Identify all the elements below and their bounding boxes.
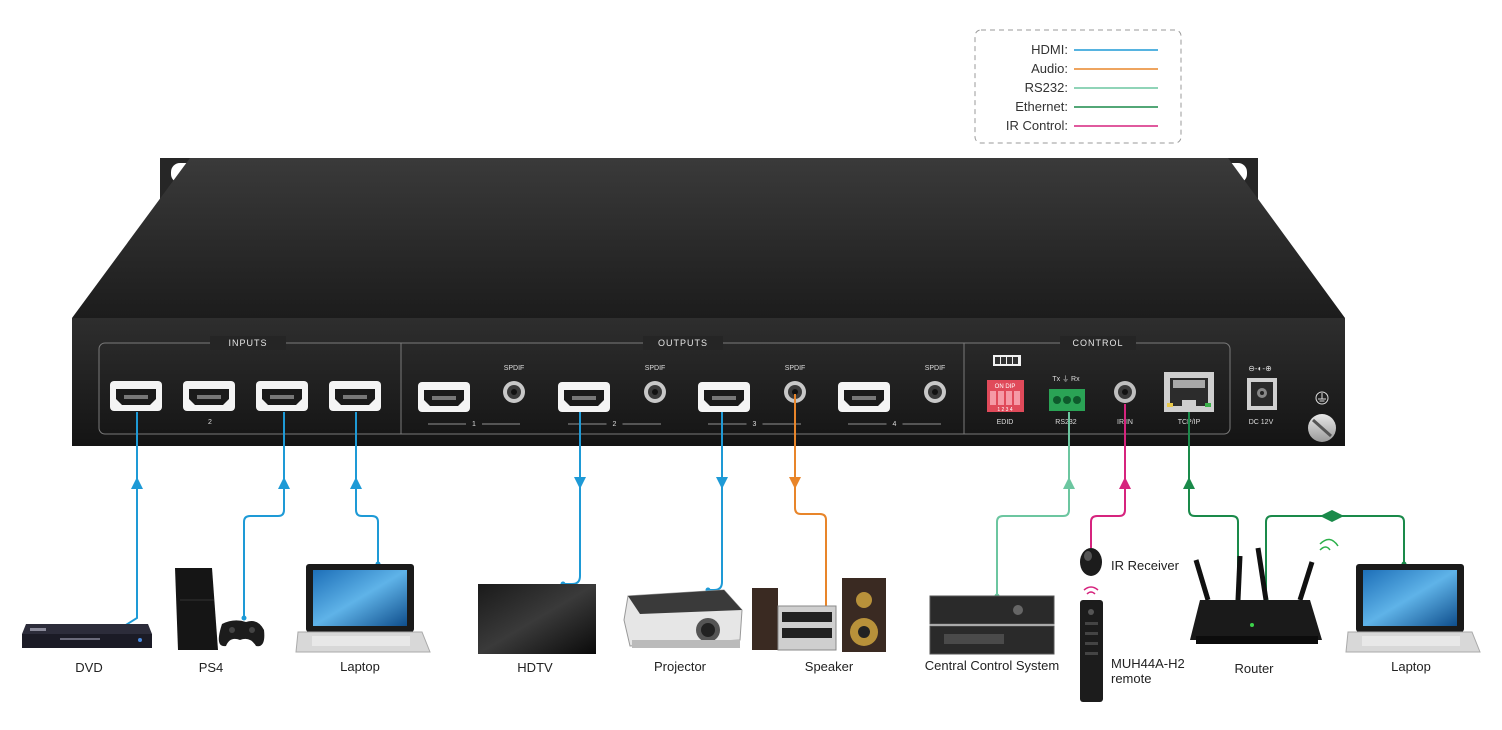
dc-label: DC 12V [1249, 419, 1274, 426]
ground-screw-icon [1308, 414, 1336, 442]
edid-dip-switch[interactable]: ON DIP 1 2 3 4 [987, 355, 1024, 413]
outputs-label: OUTPUTS [658, 338, 708, 348]
output-number: 3 [753, 421, 757, 428]
cable-ps4-hdmi [243, 412, 285, 618]
router-icon [1190, 538, 1339, 644]
laptop-right-label: Laptop [1391, 659, 1431, 674]
output-hdmi-port-4[interactable] [838, 382, 890, 412]
spdif-port-1[interactable] [503, 381, 525, 403]
spdif-label: SPDIF [645, 365, 666, 372]
dip-label: ON DIP [995, 384, 1016, 390]
input-hdmi-port-2[interactable] [183, 381, 235, 411]
dvd-label: DVD [75, 660, 102, 675]
chassis-top [72, 158, 1345, 318]
input-hdmi-port-1[interactable] [110, 381, 162, 411]
cable-laptop-hdmi [355, 412, 379, 564]
cable-ir [1090, 404, 1126, 548]
output-number: 4 [893, 421, 897, 428]
ps4-console-icon [175, 568, 265, 650]
legend-frame [974, 29, 1182, 144]
edid-label: EDID [997, 419, 1014, 426]
laptop-right-icon [1345, 564, 1481, 653]
output-number: 1 [472, 421, 476, 428]
input-number-2: 2 [208, 419, 212, 426]
remote-label-line1: MUH44A-H2 [1111, 656, 1185, 671]
remote-label-line2: remote [1111, 671, 1151, 686]
rs232-label: RS232 [1055, 419, 1077, 426]
legend-label: RS232: [1025, 80, 1068, 95]
legend-label: HDMI: [1031, 42, 1068, 57]
spdif-label: SPDIF [785, 365, 806, 372]
spdif-port-4[interactable] [924, 381, 946, 403]
rs232-port[interactable] [1049, 389, 1085, 411]
rs232-pins-label: Tx ⏚ Rx [1052, 375, 1080, 383]
inputs-label: INPUTS [228, 338, 267, 348]
matrix-switcher: INPUTS OUTPUTS CONTROL 2 SPDIF 1 SPDIF 2 SPD… [72, 158, 1345, 446]
central-control-label: Central Control System [925, 658, 1059, 673]
ground-icon [1315, 391, 1329, 405]
remote-control-icon [1080, 586, 1103, 702]
cable-speaker-audio [794, 394, 827, 612]
ir-receiver-label: IR Receiver [1111, 558, 1180, 573]
legend-label: Audio: [1031, 61, 1068, 76]
input-hdmi-port-4[interactable] [329, 381, 381, 411]
dc-polarity-icon: ⊖-◐-⊕ [1248, 364, 1272, 373]
router-label: Router [1234, 661, 1274, 676]
dc-power-port[interactable]: ⊖-◐-⊕ [1247, 364, 1277, 410]
ir-in-port[interactable] [1114, 381, 1136, 403]
projector-label: Projector [654, 659, 707, 674]
output-hdmi-port-2[interactable] [558, 382, 610, 412]
spdif-label: SPDIF [504, 365, 525, 372]
tcpip-port[interactable] [1164, 372, 1214, 412]
ir-receiver-icon [1080, 548, 1102, 576]
legend-label: IR Control: [1006, 118, 1068, 133]
laptop-left-icon [295, 564, 431, 653]
output-number: 2 [613, 421, 617, 428]
output-hdmi-port-3[interactable] [698, 382, 750, 412]
output-hdmi-port-1[interactable] [418, 382, 470, 412]
cable-ethernet-router [1188, 412, 1239, 600]
dip-numbers: 1 2 3 4 [997, 407, 1013, 413]
central-control-system-icon [929, 595, 1055, 655]
speaker-system-icon [752, 578, 886, 652]
legend: HDMI: Audio: RS232: Ethernet: IR Control: [974, 29, 1182, 144]
laptop-left-label: Laptop [340, 659, 380, 674]
spdif-port-2[interactable] [644, 381, 666, 403]
ps4-label: PS4 [199, 660, 224, 675]
spdif-label: SPDIF [925, 365, 946, 372]
cable-rs232 [996, 412, 1070, 596]
dvd-player-icon [22, 624, 152, 648]
speaker-label: Speaker [805, 659, 854, 674]
projector-icon [623, 589, 743, 648]
input-hdmi-port-3[interactable] [256, 381, 308, 411]
hdtv-icon [478, 584, 596, 654]
spdif-port-3[interactable] [784, 381, 806, 403]
control-label: CONTROL [1072, 338, 1123, 348]
cable-projector-hdmi [708, 412, 723, 591]
hdtv-label: HDTV [517, 660, 553, 675]
legend-label: Ethernet: [1015, 99, 1068, 114]
